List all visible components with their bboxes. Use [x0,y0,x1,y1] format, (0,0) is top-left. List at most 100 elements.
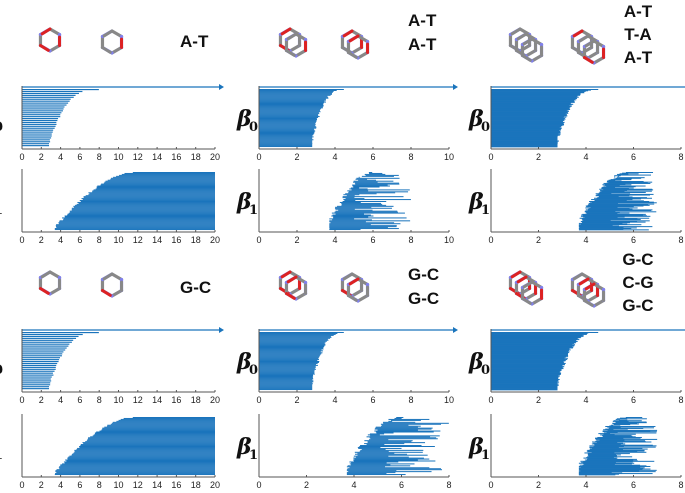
barcode-bar [583,463,632,465]
beta-label: β [468,189,484,215]
pair-label: G-C [622,250,653,269]
barcode-bar [67,458,216,460]
barcode-bar [586,456,614,458]
barcode-bar [22,119,58,122]
barcode-bar [259,136,314,138]
barcode-bar [56,224,216,226]
barcode-bar [103,182,215,184]
barcode-bar [367,442,426,444]
barcode-bar [329,223,401,225]
bond [346,51,358,59]
barcode-bar [22,349,66,351]
barcode-bar [491,362,564,364]
barcode-bar [491,117,564,119]
barcode-bar [581,218,638,220]
barcode-bar [71,453,216,455]
x-tick-label: 16 [171,395,181,405]
barcode-bar [589,208,630,210]
x-tick-label: 4 [332,235,337,245]
barcode-bar [601,187,634,189]
pair-label: G-C [408,289,439,308]
barcode-bar [491,98,578,100]
barcode-bar [259,133,314,135]
barcode-bar [71,454,216,456]
x-tick-label: 12 [133,480,143,490]
barcode-bar [625,417,643,418]
barcode-bar [120,418,215,420]
barcode-bar [491,89,599,90]
barcode-bar [94,433,215,435]
beta-subscript: 0 [481,120,490,135]
barcode-bar [589,202,657,204]
bond [592,55,606,65]
barcode-bar [588,455,617,457]
barcode-bar [66,460,215,462]
barcode-bar [259,132,315,134]
barcode-bar [56,227,216,229]
barcode-bar [332,214,371,216]
barcode-bar [604,432,657,434]
barcode-bar [86,440,215,442]
barcode-bar [607,426,621,428]
barcode-bar [78,202,216,204]
beta-label: β [236,434,252,460]
barcode-bar [491,119,565,121]
barcode-bar [110,178,215,180]
barcode-bar [491,127,562,129]
beta-subscript: 0 [249,363,258,378]
barcode-bar [347,465,411,467]
barcode-bar [594,200,644,202]
barcode-bar [368,439,389,441]
barcode-bar [345,193,377,195]
barcode-bar [491,140,559,142]
barcode-bar [391,419,421,421]
barcode-bar [357,446,381,448]
barcode-bar [347,190,369,192]
barcode-bar [107,179,215,181]
bond [346,294,358,302]
barcode-bar [602,435,633,437]
barcode-bar [491,342,576,344]
barcode-bar [76,203,215,205]
barcode-bar [259,122,316,124]
barcode-bar [259,385,313,387]
barcode-bar [259,115,319,117]
bond [356,293,370,303]
x-tick-label: 10 [444,152,454,162]
barcode-bar [491,95,578,97]
barcode-bar [578,224,642,226]
pair-label: A-T [180,32,209,51]
barcode-bar [491,143,558,145]
barcode-bar [491,113,566,115]
barcode-bar [604,183,626,185]
bond [110,272,124,282]
x-tick-label: 16 [171,152,181,162]
barcode-bar [259,103,323,105]
barcode-bar [589,447,619,449]
barcode-bar [359,446,435,447]
barcode-bar [259,111,321,113]
x-tick-label: 2 [304,480,309,490]
barcode-bar [110,423,215,425]
barcode-bar [259,94,331,96]
barcode-bar [374,428,432,430]
barcode-bar [96,187,215,189]
barcode-bar [22,89,99,91]
barcode-bar [259,140,313,142]
barcode-bar [491,370,560,372]
x-tick-label: 4 [58,235,63,245]
barcode-bar [603,182,651,184]
barcode-bar [77,447,215,449]
barcode-panel: 02468101214161820β1 [0,169,220,245]
bond [110,288,124,298]
barcode-bar [491,334,583,336]
barcode-bar [586,460,638,462]
barcode-bar [579,217,650,219]
x-tick-label: 10 [113,480,123,490]
barcode-bar [71,209,215,211]
barcode-bar [491,127,560,129]
bond [110,29,124,39]
barcode-bar [360,445,422,447]
